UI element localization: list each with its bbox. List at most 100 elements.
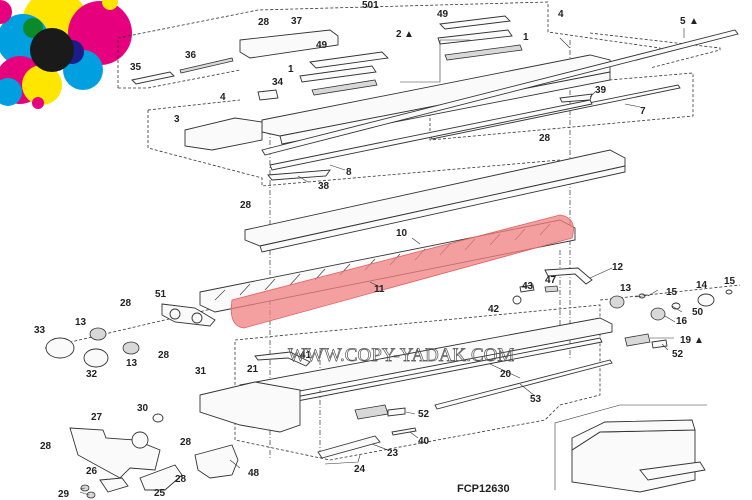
leader-10: [411, 237, 421, 245]
part-8-shaft: [269, 99, 593, 171]
inset-frame: [554, 404, 707, 490]
callout-2: 2: [396, 29, 402, 40]
leader-4a: [559, 37, 571, 49]
callout-25: 25: [154, 488, 166, 499]
callout-27: 27: [91, 412, 103, 423]
callout-31: 31: [195, 366, 207, 377]
part-14-bushing: [697, 293, 715, 307]
part-13-gear: [89, 327, 107, 341]
callout-28: 28: [180, 437, 192, 448]
leader-39: [589, 91, 596, 98]
auger-assembly: [199, 214, 576, 329]
part-38-plate: [267, 169, 331, 181]
leader-40: [409, 431, 419, 439]
part-13-gear-b: [122, 341, 140, 355]
callout-19: 19: [680, 335, 692, 346]
part-51-hole-a: [169, 308, 181, 320]
part-15-clip-b: [725, 289, 733, 295]
main-frame-upper: [261, 54, 611, 137]
callout-37: 37: [291, 16, 303, 27]
callout-35: 35: [130, 62, 142, 73]
triangle-marker-icon: ▲: [689, 16, 699, 27]
callout-4: 4: [558, 9, 564, 20]
part-52-tab-right: [651, 339, 668, 349]
part-49-strip-left: [311, 79, 378, 96]
callout-34: 34: [272, 77, 284, 88]
leader-52a: [661, 343, 669, 351]
leader-20: [489, 363, 521, 379]
callout-5: 5: [680, 16, 686, 27]
part-35-plate: [131, 71, 175, 85]
logo-bubble: [0, 0, 12, 24]
leader-52b: [405, 411, 416, 415]
callout-28: 28: [175, 474, 187, 485]
callout-28: 28: [120, 298, 132, 309]
part-23-plate: [317, 435, 381, 459]
machine-inset: [554, 404, 707, 493]
callout-28: 28: [240, 200, 252, 211]
part-16-gear: [650, 307, 666, 321]
part-36-spring: [179, 57, 234, 74]
callout-15: 15: [666, 287, 678, 298]
part-48-bracket: [194, 444, 239, 479]
boundary-top-inner: [118, 69, 241, 89]
callout-501: 501: [362, 0, 379, 11]
part-25-plate: [139, 464, 183, 491]
callout-36: 36: [185, 50, 197, 61]
part-42-washer: [512, 295, 522, 305]
part-13-gear-c: [609, 295, 625, 309]
part-40-spring: [391, 427, 417, 436]
callout-48: 48: [248, 468, 260, 479]
logo-bubble: [102, 0, 118, 10]
callout-8: 8: [346, 167, 352, 178]
boundary-501: [117, 1, 661, 88]
callout-52: 52: [418, 409, 430, 420]
boundary-3b: [147, 99, 241, 111]
callout-52: 52: [672, 349, 684, 360]
leader-11: [369, 281, 381, 288]
leader-15: [634, 289, 659, 298]
leader-23: [371, 443, 389, 451]
part-30-bushing: [152, 413, 164, 423]
callout-26: 26: [86, 466, 98, 477]
part-3-block: [184, 117, 263, 151]
callout-33: 33: [34, 325, 46, 336]
callout-15: 15: [724, 276, 736, 287]
triangle-marker-icon: ▲: [694, 335, 704, 346]
logo-bubble: [23, 18, 43, 38]
part-32-pulley: [83, 348, 109, 368]
logo-bubble: [0, 78, 22, 106]
callout-51: 51: [155, 289, 167, 300]
callout-labels: 501 28 37 49 49 2 ▲ 1 1 4 5 ▲ 35 36 34 4…: [34, 0, 736, 500]
callout-43: 43: [522, 281, 534, 292]
part-43-clip: [519, 284, 535, 293]
part-52-pad-lower: [354, 404, 389, 420]
callout-16: 16: [676, 316, 688, 327]
callout-41: 41: [300, 350, 312, 361]
copier-body: [571, 429, 696, 493]
callout-1: 1: [523, 32, 529, 43]
top-cover-assembly: [131, 15, 739, 253]
leader-50: [671, 305, 683, 313]
leader-7: [624, 103, 641, 108]
callout-38: 38: [318, 181, 330, 192]
callout-24: 24: [354, 464, 366, 475]
part-1-plate-left: [299, 65, 377, 83]
callout-13: 13: [75, 317, 87, 328]
callout-3: 3: [174, 114, 180, 125]
leader-2: [400, 39, 470, 83]
callout-11: 11: [374, 284, 385, 295]
callout-20: 20: [500, 369, 512, 380]
callout-49: 49: [437, 9, 449, 20]
callout-28: 28: [258, 17, 270, 28]
watermark-text: WWW.COPY-YADAK.COM: [288, 345, 514, 366]
callout-42: 42: [488, 304, 500, 315]
part-27-housing: [69, 427, 161, 479]
assembly-boundaries: [44, 1, 741, 461]
callout-28: 28: [158, 350, 170, 361]
callout-32: 32: [86, 369, 98, 380]
part-21-arm: [254, 351, 311, 367]
callout-13: 13: [620, 283, 632, 294]
leader-16: [664, 315, 676, 323]
